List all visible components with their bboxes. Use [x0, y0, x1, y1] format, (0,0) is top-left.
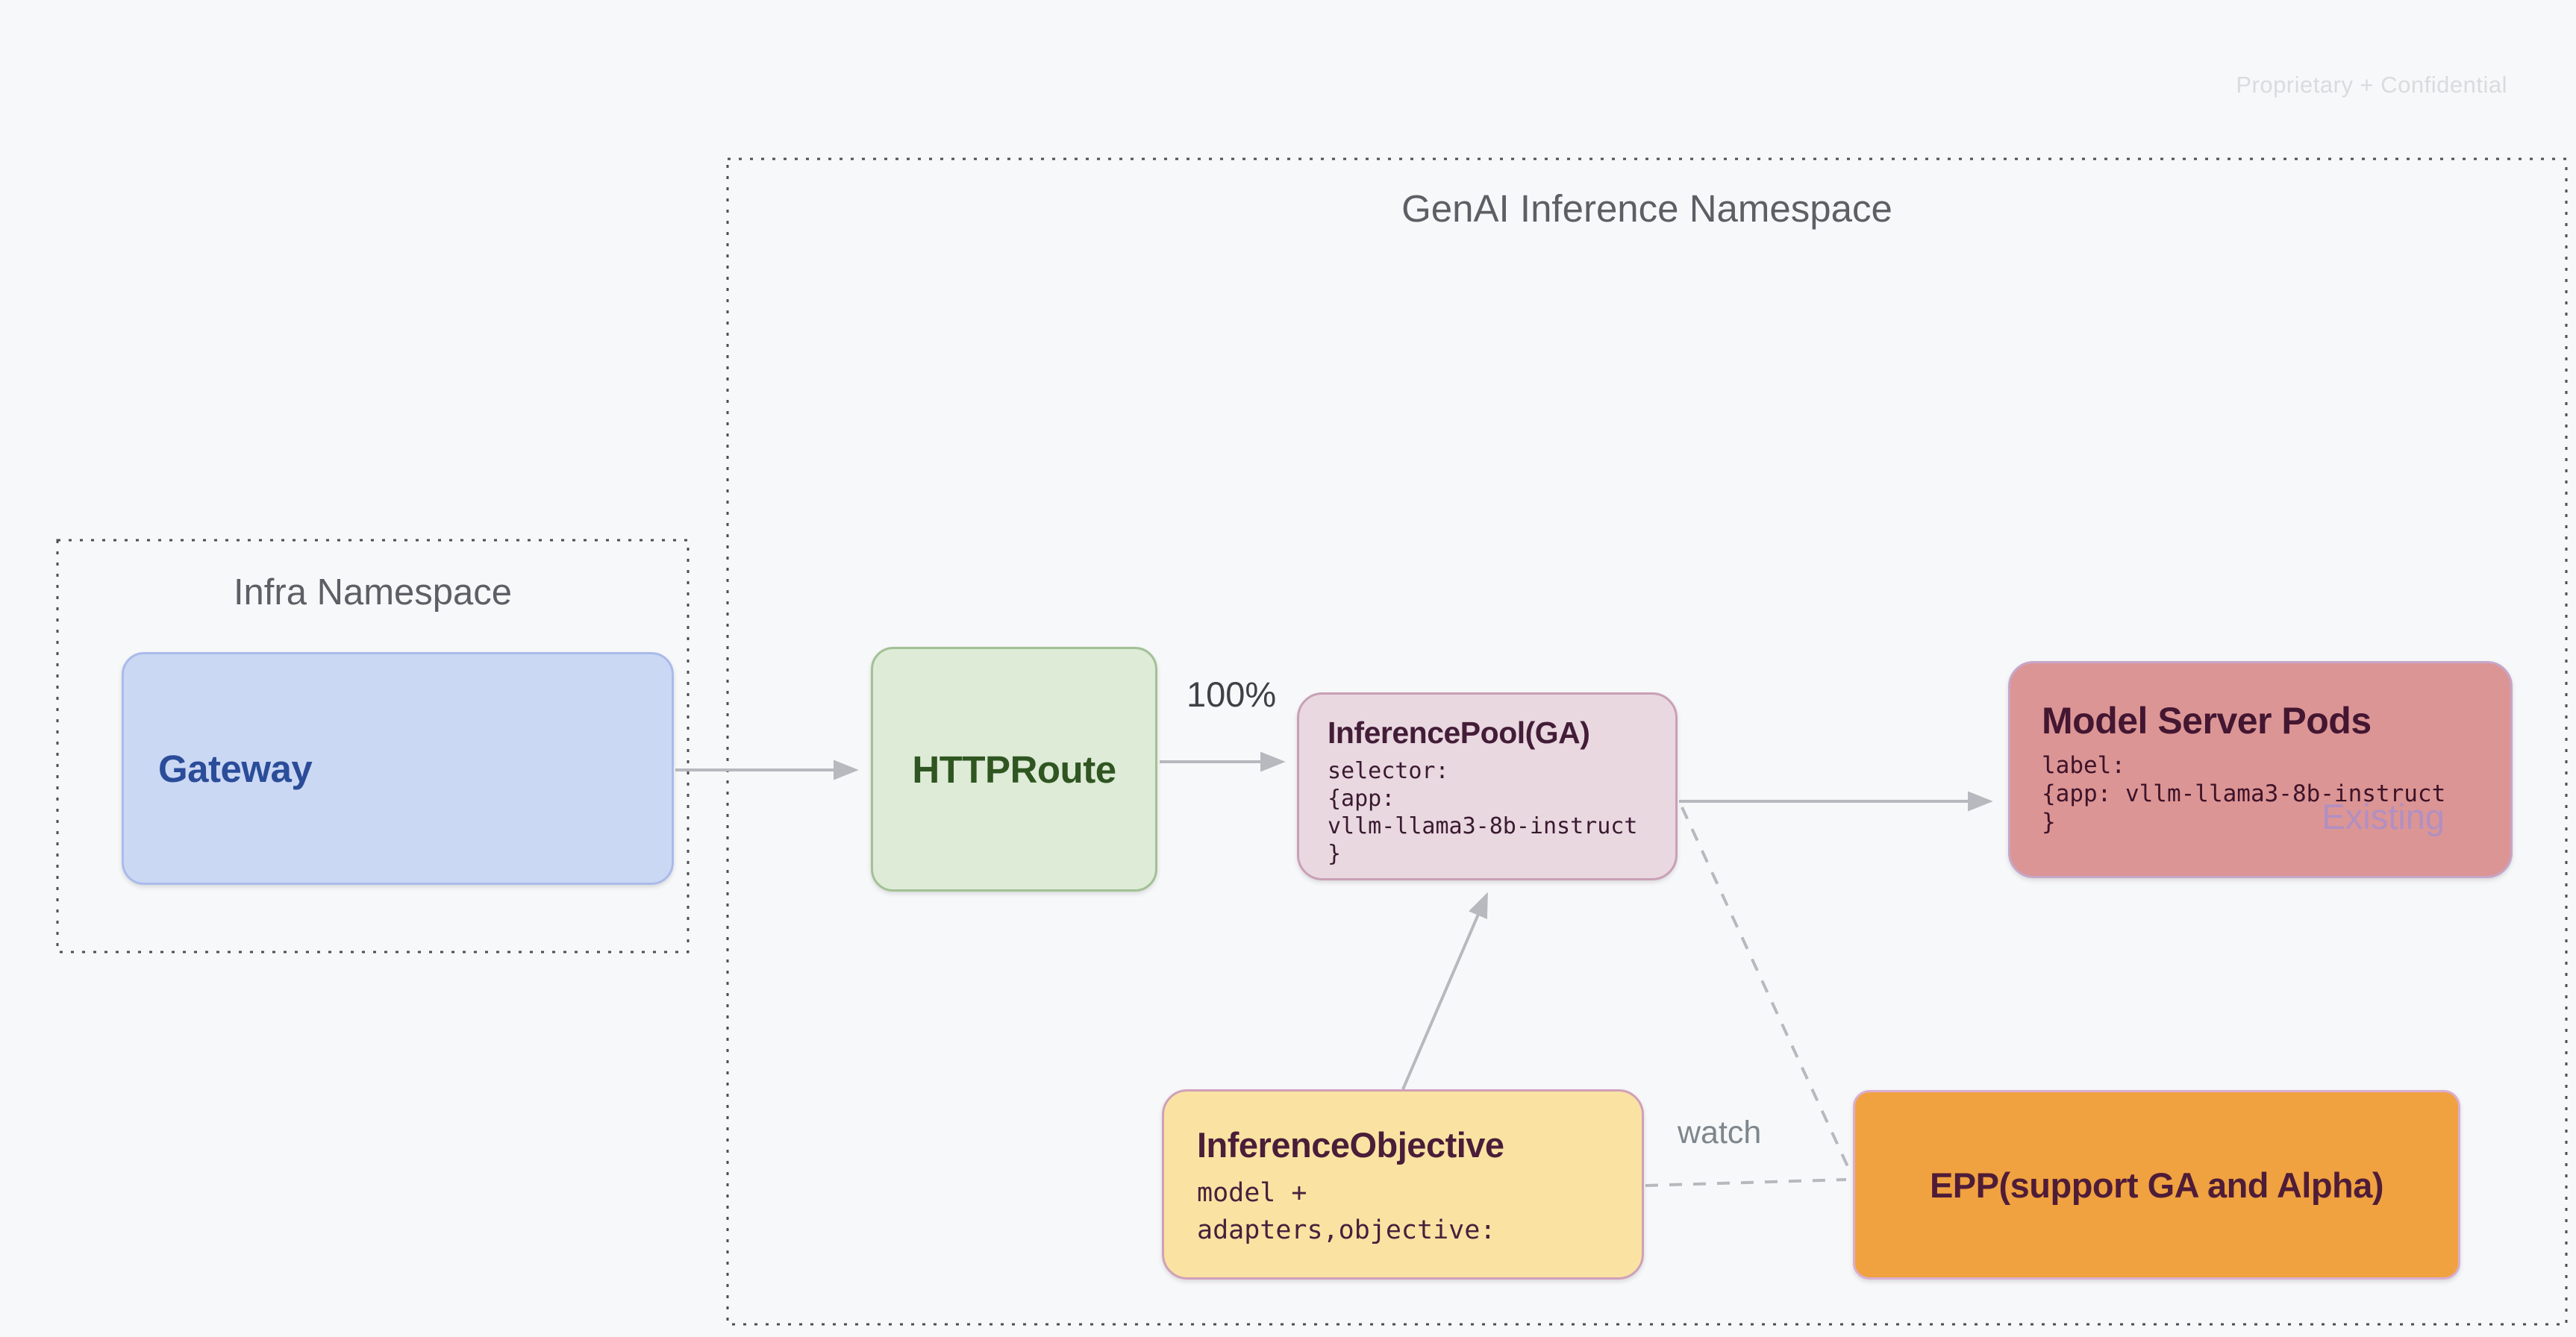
- epp-title: EPP(support GA and Alpha): [1929, 1165, 2384, 1205]
- inference-objective-code: model + adapters,objective:: [1197, 1178, 1496, 1245]
- genai-namespace-border: [726, 157, 2568, 1326]
- edge-objective-to-pool: [1401, 892, 1488, 1090]
- edge-epp-watch-pool: [1681, 807, 1852, 1174]
- genai-namespace-label: GenAI Inference Namespace: [1401, 187, 1892, 230]
- epp-node: EPP(support GA and Alpha): [1853, 1090, 2460, 1280]
- inference-pool-selector-code: selector: {app: vllm-llama3-8b-instruct …: [1328, 758, 1638, 867]
- watermark-text: Proprietary + Confidential: [2236, 72, 2507, 98]
- inference-objective-title: InferenceObjective: [1197, 1125, 1504, 1165]
- inference-objective-node: InferenceObjective model + adapters,obje…: [1162, 1089, 1644, 1280]
- traffic-percent-label: 100%: [1187, 674, 1277, 714]
- gateway-node: Gateway: [122, 652, 674, 885]
- inference-pool-node: InferencePool(GA) selector: {app: vllm-l…: [1297, 692, 1678, 880]
- infra-namespace-border: [56, 539, 690, 954]
- infra-namespace-label: Infra Namespace: [233, 572, 513, 613]
- edge-epp-watch-objective: [1645, 1178, 1847, 1187]
- inference-pool-title: InferencePool(GA): [1328, 716, 1590, 750]
- httproute-node: HTTPRoute: [871, 647, 1157, 892]
- model-server-pods-title: Model Server Pods: [2042, 700, 2372, 742]
- model-server-pods-node: Model Server Pods label: {app: vllm-llam…: [2008, 661, 2513, 878]
- model-server-pods-label-code: label: {app: vllm-llama3-8b-instruct }: [2042, 752, 2446, 836]
- gateway-title: Gateway: [158, 747, 313, 790]
- watch-label: watch: [1678, 1115, 1762, 1150]
- httproute-title: HTTPRoute: [912, 748, 1116, 791]
- existing-badge: Existing: [2322, 797, 2445, 836]
